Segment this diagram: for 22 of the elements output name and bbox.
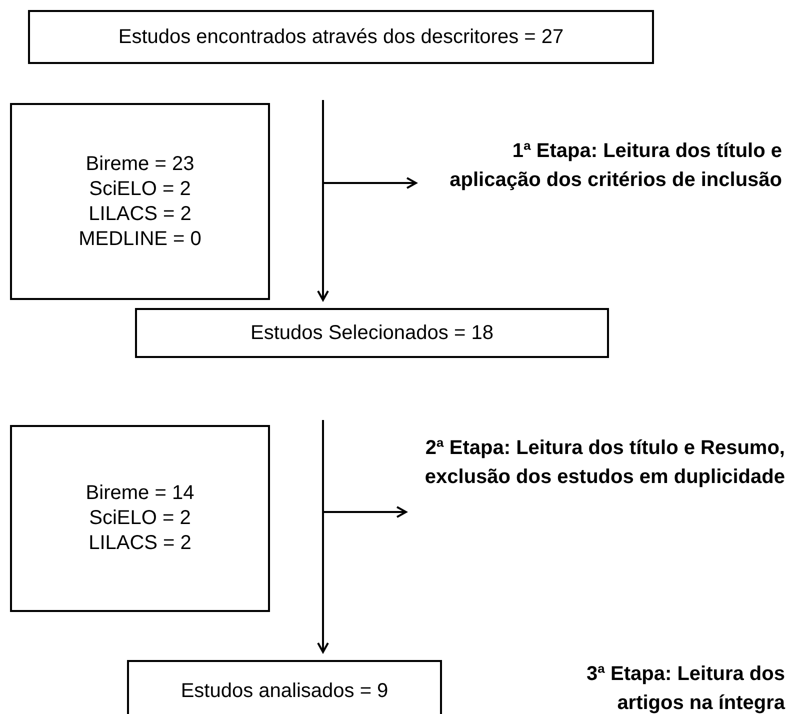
arrow [317,420,329,653]
process-box [135,308,609,358]
box-text: SciELO = 2 [89,506,191,531]
process-box [10,103,270,300]
stage-note: 1ª Etapa: Leitura dos título e aplicação dos critérios de inclusão [420,137,782,233]
box-text: SciELO = 2 [89,176,191,202]
arrow [317,100,329,301]
arrow [323,506,407,518]
box-text: MEDLINE = 0 [78,226,202,252]
box-text: Estudos Selecionados = 18 [250,320,494,346]
process-box [127,660,442,714]
box-text: LILACS = 2 [88,531,192,556]
box-text: Estudos analisados = 9 [180,678,388,704]
process-box [28,10,654,64]
stage-note: 3ª Etapa: Leitura dos artigos na íntegra [530,660,785,714]
box-text: Bireme = 23 [86,152,194,176]
box-text: Bireme = 14 [86,481,194,506]
box-text: Estudos encontrados através dos descritores = 27 [118,24,564,50]
box-text: LILACS = 2 [88,202,192,226]
arrow [323,177,417,189]
process-box [10,425,270,612]
stage-note: 2ª Etapa: Leitura dos título e Resumo, exclusão dos estudos em duplicidade [410,434,785,530]
